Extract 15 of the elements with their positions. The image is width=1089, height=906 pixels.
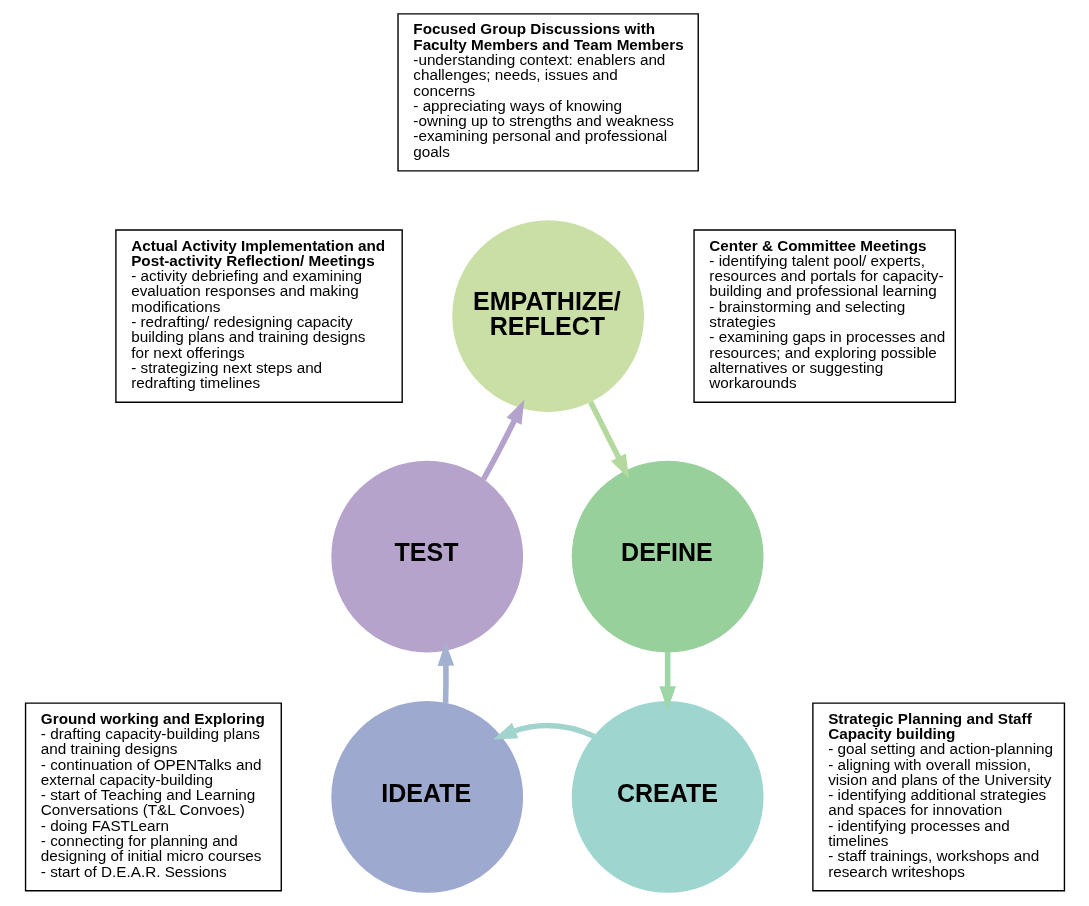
node-circle: TEST: [330, 460, 523, 653]
arrow: [658, 651, 676, 710]
arrow: [587, 400, 629, 479]
node-box: Actual Activity Implementation and Post-activity Reflection/ Meetings - activity debriefing and examining evaluation responses and making modifications - redrafting/ redesigning capacity building plans and training designs for next offerings - strategizing next steps and redrafting timelines: [114, 229, 403, 403]
node-circle: CREATE: [571, 701, 764, 893]
node-box: Strategic Planning and Staff Capacity building - goal setting and action-planning - aligning with overall mission, vision and plans of the University - identifying additional strategies and spaces for innovation - identifying processes and timelines - staff trainings, workshops and research writeshops: [811, 702, 1065, 892]
node-circle: IDEATE: [330, 701, 523, 893]
node-box: Center & Committee Meetings - identifying talent pool/ experts, resources and portals for capacity-building and professional learning - brainstorming and selecting strategies - examining gaps in processes and resources; and exploring possible alternatives or suggesting workarounds: [692, 229, 956, 403]
node-circle: EMPATHIZE/ REFLECT: [451, 220, 644, 412]
arrow: [437, 642, 454, 704]
node-box: Ground working and Exploring - drafting capacity-building plans and training designs - continuation of OPENTalks and external capacity-building - start of Teaching and Learning Conversations (T&L Convoes) - doing FASTLearn - connecting for planning and designing of initial micro courses - start of D.E.A.R. Sessions: [24, 702, 282, 892]
node-circle: DEFINE: [571, 460, 764, 653]
node-box: Focused Group Discussions with Faculty Members and Team Members -understanding context: enablers and challenges; needs, issues and concerns - appreciating ways of knowing -owning up to strengths and weakness -examining personal and professional goals: [396, 13, 699, 172]
arrow: [480, 399, 524, 481]
arrow: [492, 722, 595, 740]
